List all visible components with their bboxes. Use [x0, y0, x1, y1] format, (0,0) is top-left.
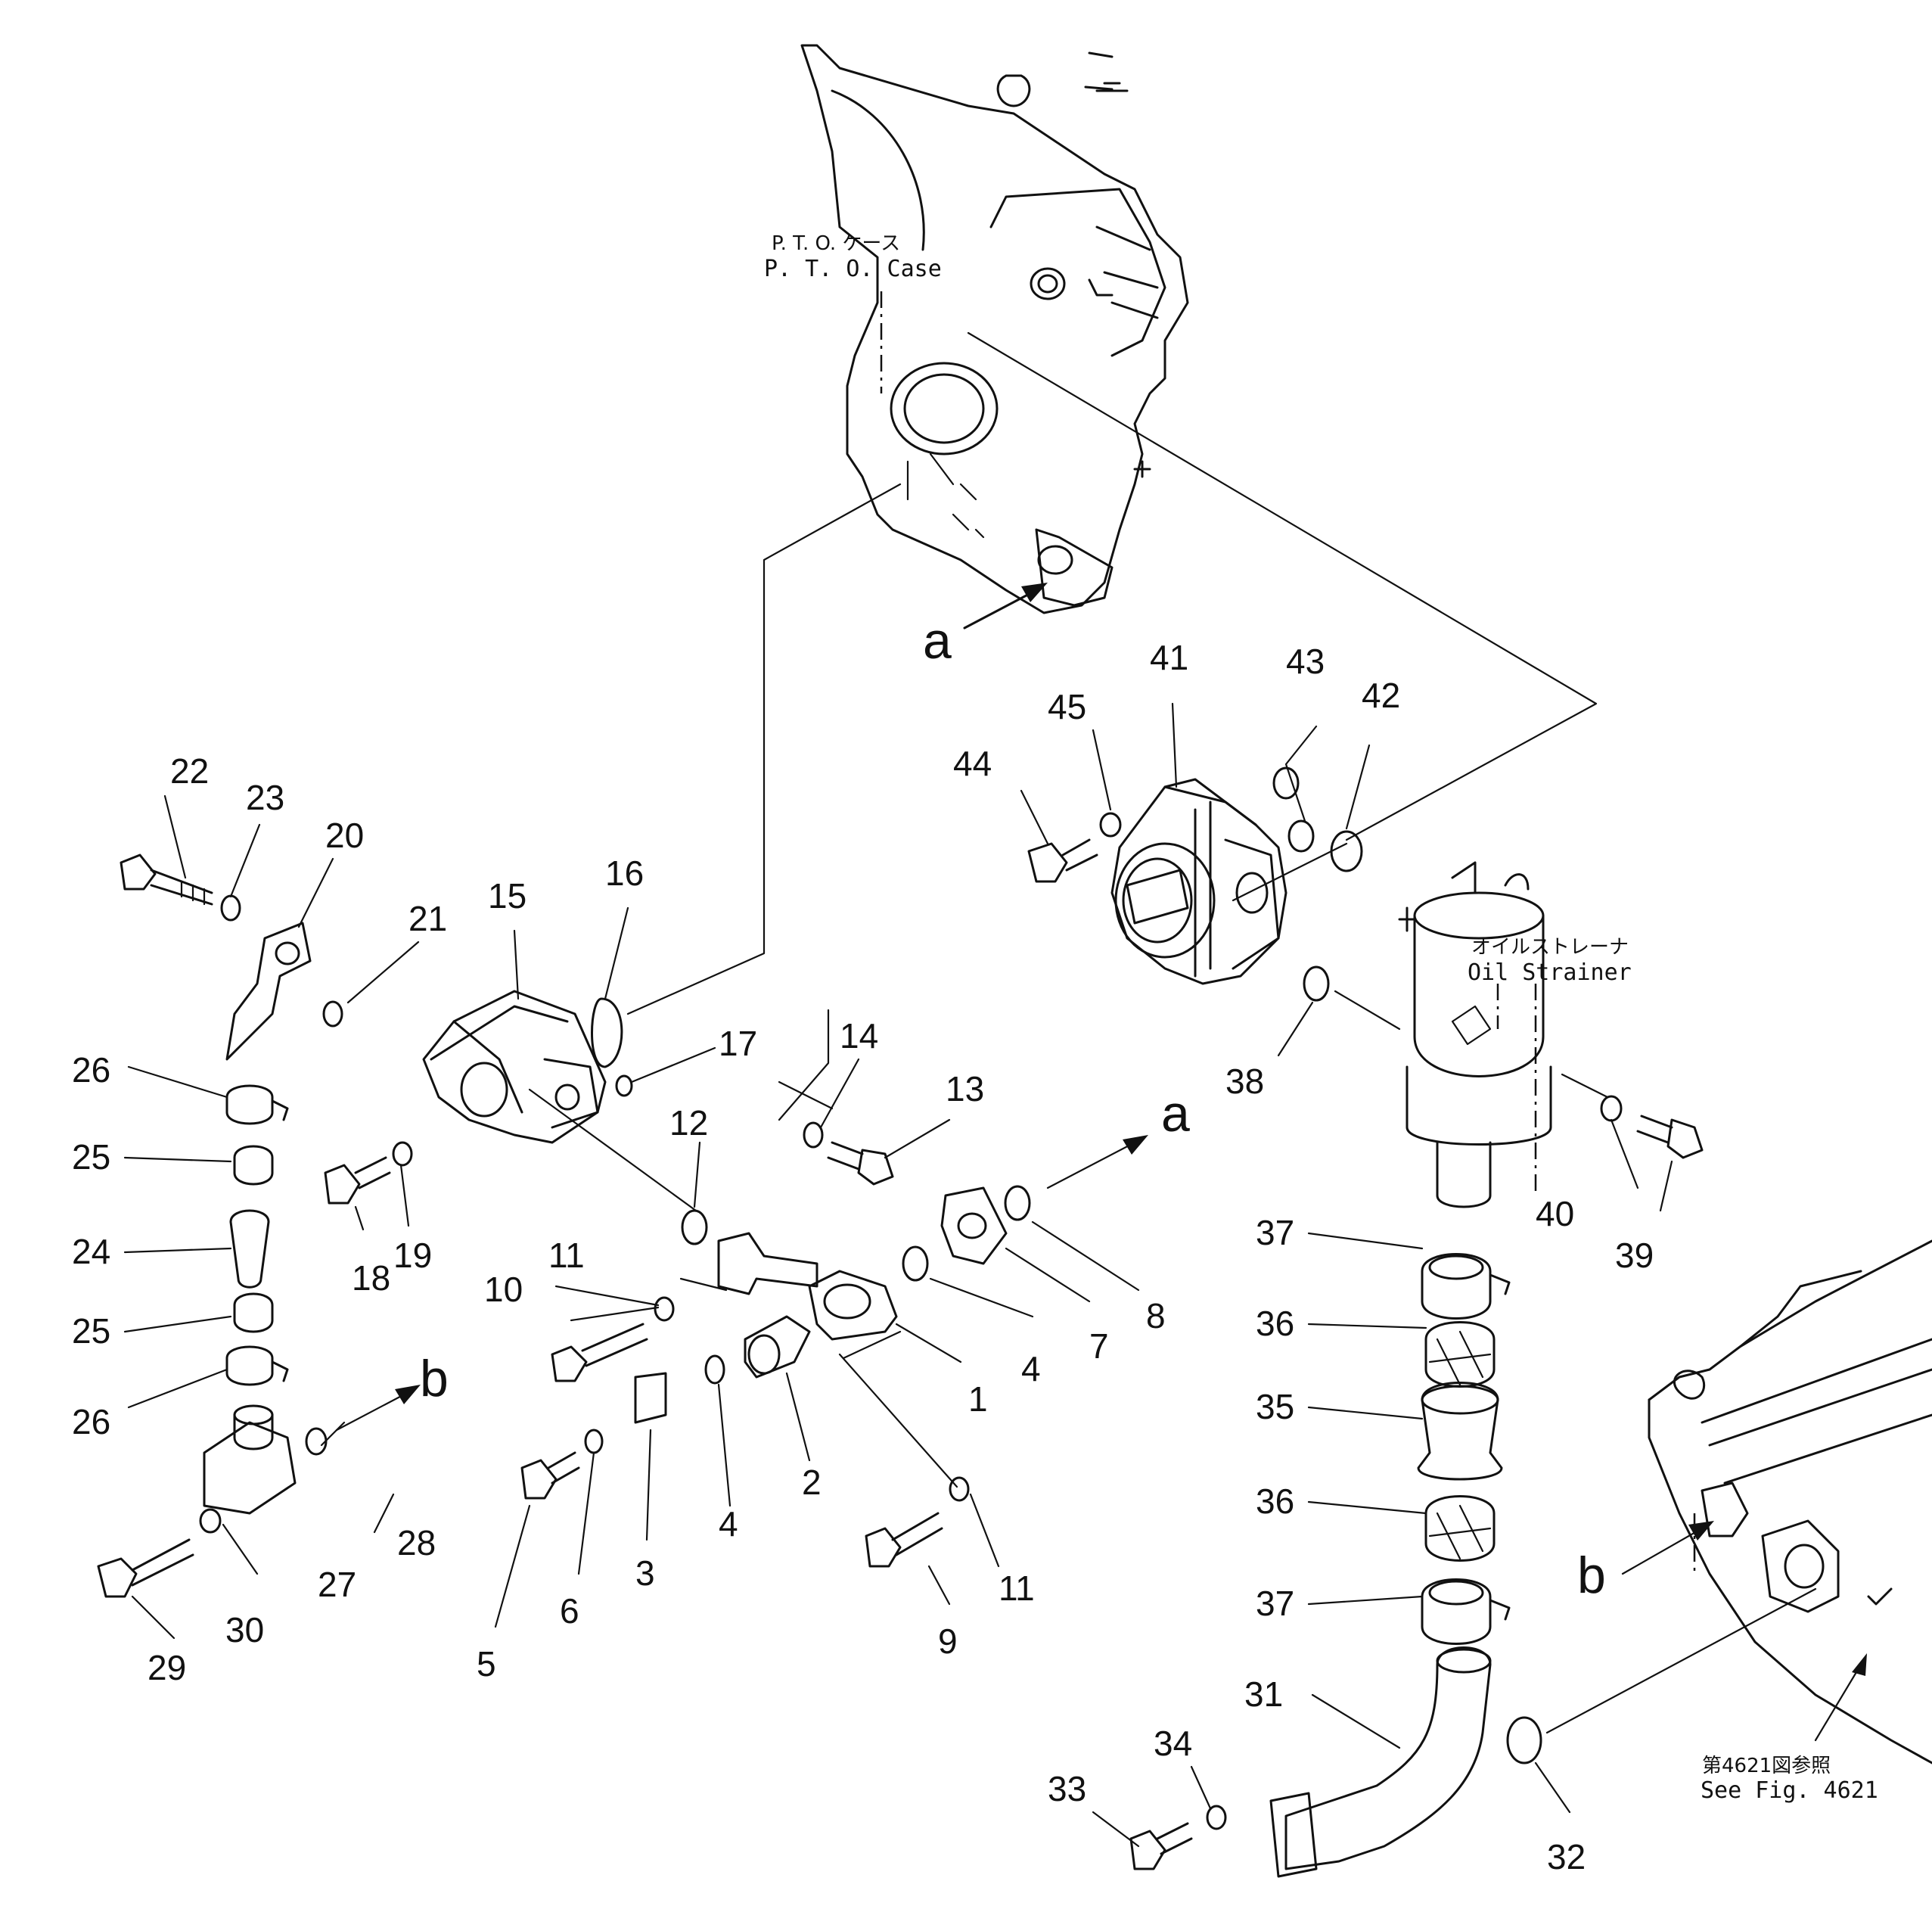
arrow-a-upper-head [1021, 583, 1048, 602]
pto-case-label-jp: P. T. O. ケース [772, 232, 900, 255]
pto-case-label-en: P. T. O. Case [764, 256, 942, 282]
see-fig-arrow-line [1814, 1663, 1862, 1742]
part-number-25-top: 25 [72, 1137, 110, 1177]
part-number-3: 3 [635, 1553, 655, 1593]
callout-a-upper: a [923, 612, 952, 670]
part-number-43: 43 [1286, 642, 1325, 681]
part-numbers: 22 23 20 21 15 16 17 12 14 13 26 25 24 2… [72, 638, 1654, 1876]
arrow-a-upper [963, 589, 1038, 630]
arrow-b-left [335, 1391, 410, 1432]
part-number-22: 22 [170, 751, 209, 791]
part-number-41: 41 [1150, 638, 1188, 677]
part-number-36-bottom: 36 [1256, 1481, 1294, 1521]
stray-marks-top [1084, 51, 1114, 91]
arrow-b-right-head [1688, 1521, 1714, 1541]
left-stack-drawing [97, 853, 312, 1598]
part-number-1: 1 [968, 1379, 988, 1419]
part-number-32: 32 [1547, 1837, 1586, 1876]
part-number-26-bottom: 26 [72, 1402, 110, 1441]
part-number-9: 9 [938, 1621, 958, 1661]
part-number-4-right: 4 [1021, 1349, 1041, 1388]
part-number-16: 16 [605, 853, 644, 893]
part-number-17: 17 [719, 1024, 757, 1063]
part-number-18: 18 [352, 1258, 390, 1298]
arrow-a-middle-head [1123, 1135, 1148, 1155]
arrow-b-right [1621, 1527, 1704, 1575]
part-number-2: 2 [802, 1463, 822, 1502]
part-number-8: 8 [1146, 1296, 1166, 1335]
arrow-a-middle [1046, 1141, 1136, 1189]
part-number-31: 31 [1244, 1674, 1283, 1714]
oil-strainer-drawing [1398, 861, 1552, 1208]
part-number-24: 24 [72, 1232, 110, 1271]
part-number-23: 23 [246, 778, 284, 817]
see-fig-label-jp: 第4621図参照 [1702, 1755, 1831, 1777]
pump-41-drawing [1110, 778, 1287, 985]
part-number-11-bottom: 11 [999, 1569, 1035, 1608]
part-number-42: 42 [1362, 676, 1400, 715]
part-number-5: 5 [477, 1644, 496, 1684]
part-number-28: 28 [397, 1523, 436, 1562]
center-fittings-drawing [634, 1186, 1008, 1424]
part-number-15: 15 [488, 876, 526, 916]
part-number-36-top: 36 [1256, 1304, 1294, 1343]
part-number-12: 12 [669, 1103, 708, 1143]
part-number-34: 34 [1154, 1724, 1192, 1763]
connector-line-case-to-42 [967, 331, 1598, 841]
part-number-25-bottom: 25 [72, 1311, 110, 1351]
connector-line-case-to-16 [626, 483, 902, 1015]
part-number-10: 10 [484, 1270, 523, 1309]
part-number-30: 30 [225, 1610, 264, 1649]
callout-a-middle: a [1161, 1085, 1190, 1143]
right-lower-drawing [1129, 1253, 1542, 1878]
part-number-37-bottom: 37 [1256, 1584, 1294, 1623]
part-number-33: 33 [1048, 1769, 1086, 1808]
pump-15-drawing [422, 990, 607, 1144]
part-number-39: 39 [1615, 1236, 1654, 1275]
part-number-14: 14 [840, 1016, 878, 1056]
pto-case-drawing [800, 44, 1189, 614]
part-number-37-top: 37 [1256, 1213, 1294, 1252]
see-fig-arrow-head [1852, 1653, 1867, 1676]
part-number-6: 6 [560, 1591, 579, 1631]
part-number-4-left: 4 [719, 1504, 738, 1544]
part-number-7: 7 [1089, 1326, 1109, 1366]
part-number-19: 19 [393, 1236, 432, 1275]
engine-block-drawing [1648, 1239, 1932, 1764]
oil-strainer-label-en: Oil Strainer [1468, 959, 1632, 986]
callout-b-right: b [1577, 1547, 1606, 1604]
part-number-11-top: 11 [548, 1236, 585, 1275]
part-number-40: 40 [1536, 1194, 1574, 1233]
part-number-20: 20 [325, 816, 364, 855]
see-fig-label-en: See Fig. 4621 [1701, 1777, 1878, 1804]
leader-lines [123, 702, 1817, 1848]
callout-b-left: b [420, 1350, 449, 1407]
oil-strainer-dashed-lines [1496, 984, 1537, 1195]
part-number-45: 45 [1048, 687, 1086, 726]
part-number-35: 35 [1256, 1387, 1294, 1426]
arrow-b-left-head [395, 1385, 421, 1404]
part-number-29: 29 [148, 1648, 186, 1687]
part-number-27: 27 [318, 1565, 356, 1604]
part-number-26-top: 26 [72, 1050, 110, 1090]
oil-strainer-label-jp: オイルストレーナ [1471, 936, 1629, 959]
part-number-44: 44 [953, 744, 992, 783]
part-number-13: 13 [946, 1069, 984, 1108]
part-number-21: 21 [408, 899, 447, 938]
part-number-38: 38 [1225, 1062, 1264, 1101]
